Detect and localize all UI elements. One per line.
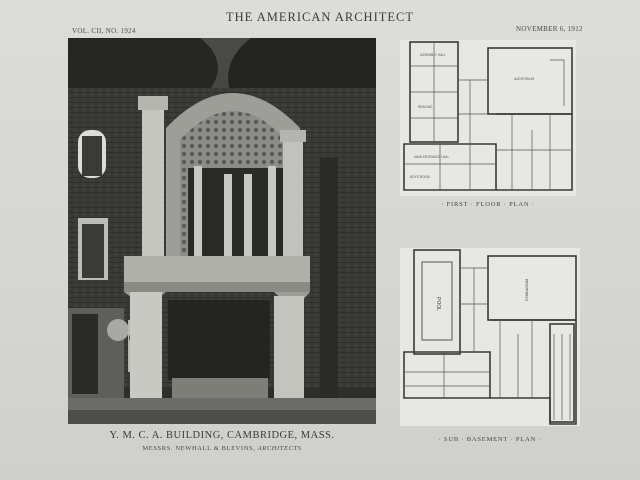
volume-number: VOL. CII, NO. 1924 xyxy=(72,27,136,35)
sub-basement-plan: POOL GYMNASIUM xyxy=(400,248,580,426)
sub-basement-plan-drawing: POOL GYMNASIUM xyxy=(400,248,580,426)
architects-credit: MESSRS. NEWHALL & BLEVINS, ARCHITECTS xyxy=(68,445,376,452)
svg-text:MAIN ENTRANCE HALL: MAIN ENTRANCE HALL xyxy=(414,155,449,159)
architects-suffix: ARCHITECTS xyxy=(257,445,302,452)
gymnasium-label: GYMNASIUM xyxy=(525,279,529,301)
pool-label: POOL xyxy=(435,297,441,311)
building-photograph: BEGIN NOW xyxy=(68,38,376,424)
svg-text:BOYS ROOM: BOYS ROOM xyxy=(410,175,430,179)
building-title: Y. M. C. A. BUILDING, CAMBRIDGE, MASS. xyxy=(109,430,335,441)
first-floor-plan-drawing: ASSEMBLY HALL READING MAIN ENTRANCE HALL… xyxy=(400,40,576,196)
svg-text:AUDITORIUM: AUDITORIUM xyxy=(514,77,534,81)
sub-basement-plan-caption: · SUB · BASEMENT · PLAN · xyxy=(438,436,542,443)
building-photo-illustration: BEGIN NOW xyxy=(68,38,376,424)
first-floor-plan: ASSEMBLY HALL READING MAIN ENTRANCE HALL… xyxy=(400,40,576,196)
svg-text:ASSEMBLY HALL: ASSEMBLY HALL xyxy=(420,53,446,57)
svg-text:READING: READING xyxy=(418,105,433,109)
first-floor-plan-caption: · FIRST · FLOOR · PLAN · xyxy=(441,201,535,208)
issue-date: NOVEMBER 6, 1912 xyxy=(516,25,583,33)
journal-title: THE AMERICAN ARCHITECT xyxy=(226,10,414,24)
architects-names: MESSRS. NEWHALL & BLEVINS, xyxy=(142,445,256,452)
